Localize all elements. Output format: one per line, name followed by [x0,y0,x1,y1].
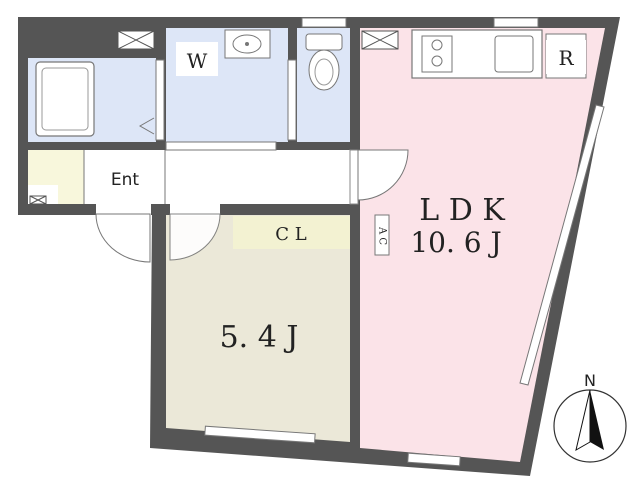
closet [233,216,350,249]
sink [494,35,534,73]
window-bedroom [204,425,316,444]
drain [245,42,249,46]
bedroom-size-label: 5. 4 J [220,320,299,355]
bathtub [35,61,95,137]
bathtub-inner [41,67,89,131]
compass: N [553,371,627,463]
ldk-room [360,28,605,462]
toilet-seat [314,58,334,86]
washroom-label-box [176,42,218,76]
partition-door [349,149,359,205]
entrance-label: Ent [111,170,140,190]
bath-door [138,59,165,141]
bedroom-door [169,204,221,261]
window-kitchen [493,17,539,28]
aircon-box [374,214,390,256]
aircon-label: A C [377,226,388,245]
burner-2 [431,55,443,67]
window-ldk-south [407,452,461,467]
bedroom [166,215,350,442]
window-toilet [301,17,347,28]
compass-needle-icon [590,390,604,450]
washroom-label: W [187,49,208,73]
ldk-door [357,149,409,201]
vent-bath [117,30,155,50]
washbasin-bowl [232,34,262,54]
refrigerator-label: R [558,46,574,70]
burner-1 [431,39,443,51]
entrance-door [95,204,151,263]
closet-label: C L [275,224,306,245]
washroom-door [165,141,277,151]
window-ldk-east [519,104,605,386]
compass-north-label: N [584,371,596,390]
vent-kitchen [361,30,399,50]
refrigerator-label-box [546,40,586,74]
toilet-door [287,59,297,141]
ldk-name-label: L D K [419,193,505,228]
stove [421,35,453,73]
toilet-tank [305,33,343,51]
toilet-bowl [308,49,340,91]
ldk-size-label: 10. 6 J [410,226,501,259]
vent-entrance [29,195,47,205]
